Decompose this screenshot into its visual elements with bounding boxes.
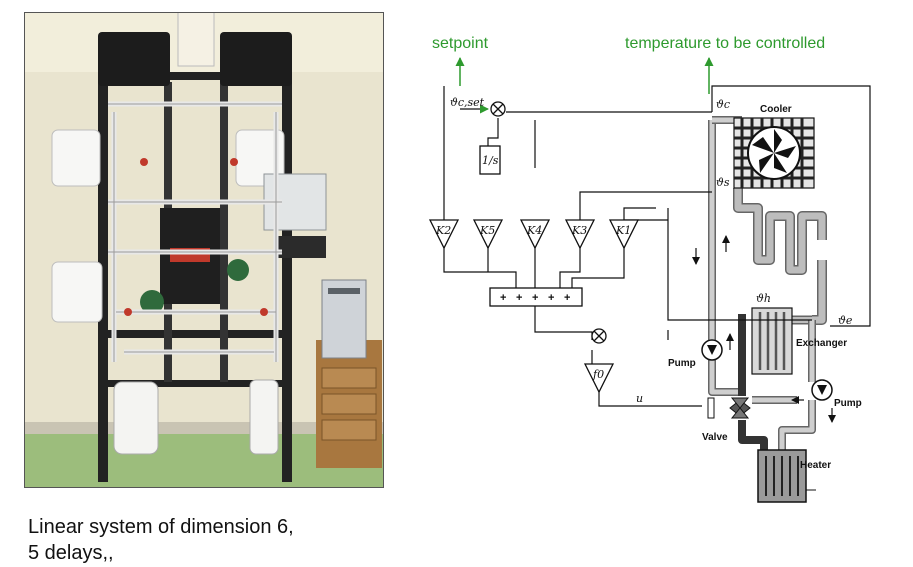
gain-k4-label: K4	[526, 224, 542, 237]
exchanger: Exchanger	[751, 307, 847, 375]
theta-s-label: ϑs	[716, 176, 730, 189]
caption-line-2: 5 delays,,	[28, 542, 114, 564]
gain-f0-label: f0	[592, 368, 604, 381]
gain-k4: K4	[519, 219, 551, 250]
control-schematic: setpoint temperature to be controlled Co…	[428, 35, 871, 503]
caption: Linear system of dimension 6, 5 delays,,	[28, 514, 294, 566]
gain-k3: K3	[564, 219, 596, 250]
plus-3: +	[532, 292, 538, 304]
flow-arrows	[692, 235, 836, 423]
gain-k3-label: K3	[571, 224, 587, 237]
heater: Heater	[757, 449, 831, 503]
signal-lines	[443, 85, 871, 407]
theta-e-label: ϑe	[838, 314, 853, 327]
cooler: Cooler	[733, 104, 815, 189]
pump-left: Pump	[668, 339, 723, 369]
plus-1: +	[500, 292, 506, 304]
plus-5: +	[564, 292, 570, 304]
theta-h-label: ϑh	[756, 292, 771, 305]
gain-k2-label: K2	[435, 224, 451, 237]
gain-f0: f0	[583, 363, 615, 394]
integrator-label: 1/s	[482, 154, 499, 167]
sum-junction-top	[490, 101, 506, 117]
setpoint-label: setpoint	[432, 35, 489, 52]
signal-u-label: u	[636, 392, 643, 405]
controlled-temperature-label: temperature to be controlled	[625, 35, 825, 52]
lab-setup-photo	[24, 12, 384, 488]
integrator-block: 1/s	[479, 145, 501, 175]
caption-line-1: Linear system of dimension 6,	[28, 516, 294, 538]
cooler-label: Cooler	[760, 104, 792, 115]
sum-junction-mid	[591, 328, 607, 344]
summation-bar: + + + + +	[489, 287, 583, 307]
heater-label: Heater	[800, 460, 831, 471]
gain-k1-label: K1	[615, 224, 631, 237]
gain-k2: K2	[428, 219, 460, 250]
gain-k5: K5	[472, 219, 504, 250]
pump-right-label: Pump	[834, 398, 862, 409]
pump-right: Pump	[811, 379, 862, 409]
pump-left-label: Pump	[668, 358, 696, 369]
valve-label: Valve	[702, 432, 728, 443]
theta-c-label: ϑc	[716, 98, 730, 111]
plus-2: +	[516, 292, 522, 304]
valve: Valve	[702, 397, 751, 443]
gain-k5-label: K5	[479, 224, 495, 237]
theta-c-set-label: ϑc,set	[450, 96, 485, 109]
gain-k1: K1	[608, 219, 640, 250]
exchanger-label: Exchanger	[796, 338, 847, 349]
plus-4: +	[548, 292, 554, 304]
